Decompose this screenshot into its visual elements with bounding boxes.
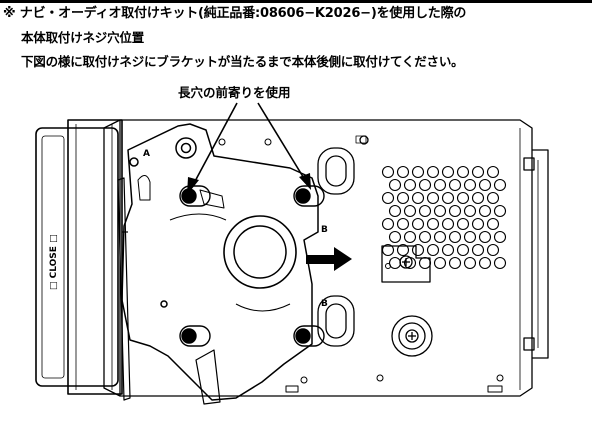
subheading: 本体取付けネジ穴位置	[21, 30, 145, 45]
chassis-screws	[218, 138, 504, 393]
vent-grid	[381, 165, 507, 270]
round-boss	[391, 315, 433, 357]
connector-box	[381, 245, 431, 283]
heading-note: ※ ナビ・オーディオ取付けキット(純正品番:08606−K2026−)を使用した…	[3, 6, 467, 21]
mounting-bracket	[121, 123, 319, 401]
chassis-bosses	[317, 135, 369, 347]
mark-b-lower: B	[321, 299, 328, 309]
mark-a: A	[143, 149, 150, 159]
close-label: □ CLOSE □	[49, 234, 59, 290]
slot-holes	[179, 185, 325, 347]
mark-b-upper: B	[321, 225, 328, 235]
chassis-body	[103, 119, 549, 397]
instruction-text: 下図の様に取付けネジにブラケットが当たるまで本体後側に取付けてください。	[21, 54, 464, 69]
callout-arrows	[187, 102, 311, 195]
direction-arrow	[306, 247, 352, 271]
callout-label: 長穴の前寄りを使用	[178, 85, 291, 100]
front-panel	[35, 119, 123, 395]
side-rail	[117, 177, 221, 405]
top-rule	[0, 0, 592, 3]
